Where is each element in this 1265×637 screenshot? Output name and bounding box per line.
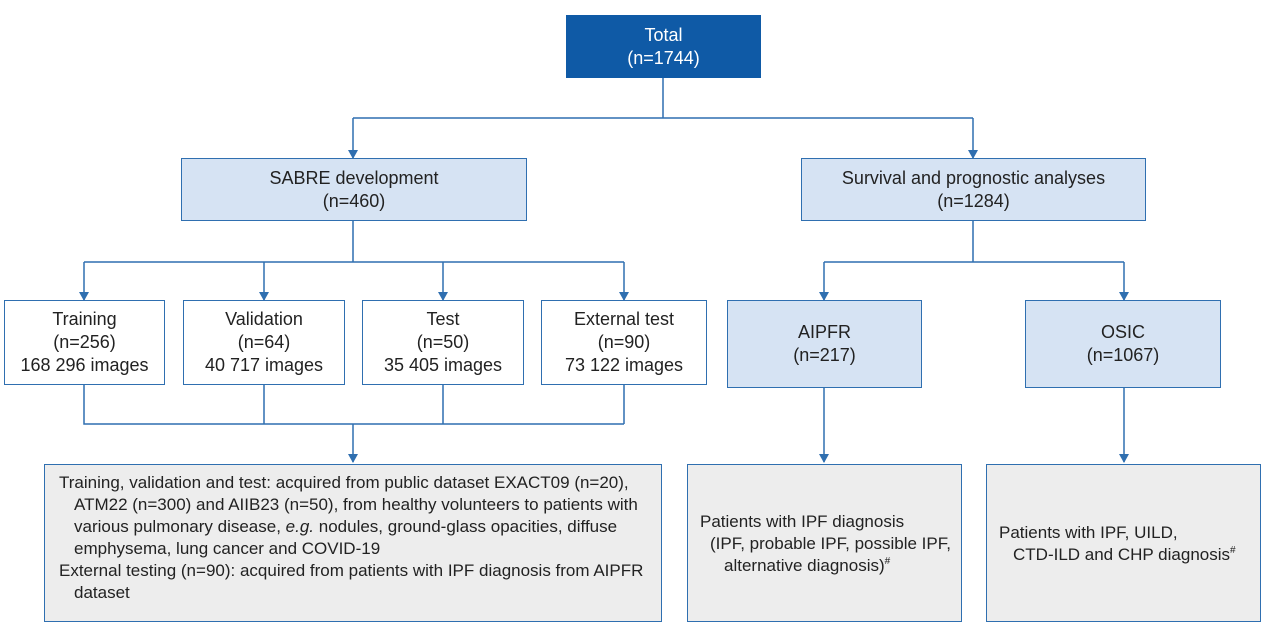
validation-title: Validation: [225, 309, 303, 329]
training-title: Training: [52, 309, 117, 329]
connector-survival-split: [824, 221, 1124, 263]
aipfr-note-line-1: Patients with IPF diagnosis: [700, 512, 905, 531]
total-box: Total (n=1744): [566, 15, 761, 78]
survival-analyses-box: Survival and prognostic analyses (n=1284…: [801, 158, 1146, 221]
osic-box: OSIC (n=1067): [1025, 300, 1221, 388]
sabre-note-text-1: Training, validation and test: acquired …: [59, 473, 638, 536]
validation-images: 40 717 images: [204, 355, 324, 375]
osic-patients-note: Patients with IPF, UILD, CTD-ILD and CHP…: [986, 464, 1261, 622]
osic-note-detail: CTD-ILD and CHP diagnosis: [1013, 545, 1230, 564]
sabre-note-text-2: nodules, ground-glass opacities, diffuse…: [74, 517, 618, 558]
connector-sabre-split: [84, 221, 624, 263]
external-test-images: 73 122 images: [564, 355, 684, 375]
test-count: (n=50): [416, 332, 470, 352]
training-images: 168 296 images: [20, 355, 149, 375]
external-test-box: External test (n=90) 73 122 images: [541, 300, 707, 385]
osic-note-footnote-mark: #: [1230, 545, 1236, 556]
osic-count: (n=1067): [1086, 345, 1160, 365]
validation-count: (n=64): [237, 332, 291, 352]
aipfr-box: AIPFR (n=217): [727, 300, 922, 388]
aipfr-note-footnote-mark: #: [884, 556, 891, 567]
osic-note-line-1: Patients with IPF, UILD,: [999, 523, 1178, 542]
aipfr-patients-note: Patients with IPF diagnosis (IPF, probab…: [687, 464, 962, 622]
test-images: 35 405 images: [383, 355, 503, 375]
aipfr-title: AIPFR: [797, 322, 851, 342]
sabre-count: (n=460): [322, 190, 386, 211]
total-title: Total: [644, 24, 683, 45]
aipfr-note-line-2: (IPF, probable IPF, possible IPF, altern…: [700, 533, 951, 577]
external-test-count: (n=90): [597, 332, 651, 352]
aipfr-note-detail: (IPF, probable IPF, possible IPF, altern…: [710, 534, 951, 575]
connector-total-split: [353, 78, 973, 119]
training-count: (n=256): [53, 332, 116, 352]
sabre-title: SABRE development: [269, 167, 439, 188]
test-title: Test: [426, 309, 460, 329]
training-box: Training (n=256) 168 296 images: [4, 300, 165, 385]
survival-count: (n=1284): [937, 190, 1010, 211]
sabre-note-paragraph-1: Training, validation and test: acquired …: [59, 472, 653, 560]
sabre-development-box: SABRE development (n=460): [181, 158, 527, 221]
aipfr-count: (n=217): [793, 345, 856, 365]
external-test-title: External test: [573, 309, 675, 329]
survival-title: Survival and prognostic analyses: [841, 167, 1106, 188]
sabre-note-eg: e.g.: [285, 517, 315, 536]
connector-subsets-merge: [83, 385, 625, 425]
osic-note-line-2: CTD-ILD and CHP diagnosis#: [999, 544, 1252, 566]
test-box: Test (n=50) 35 405 images: [362, 300, 524, 385]
osic-title: OSIC: [1100, 322, 1145, 342]
validation-box: Validation (n=64) 40 717 images: [183, 300, 345, 385]
total-count: (n=1744): [627, 47, 700, 68]
sabre-note-paragraph-2: External testing (n=90): acquired from p…: [59, 561, 644, 602]
sabre-dataset-note: Training, validation and test: acquired …: [44, 464, 662, 622]
